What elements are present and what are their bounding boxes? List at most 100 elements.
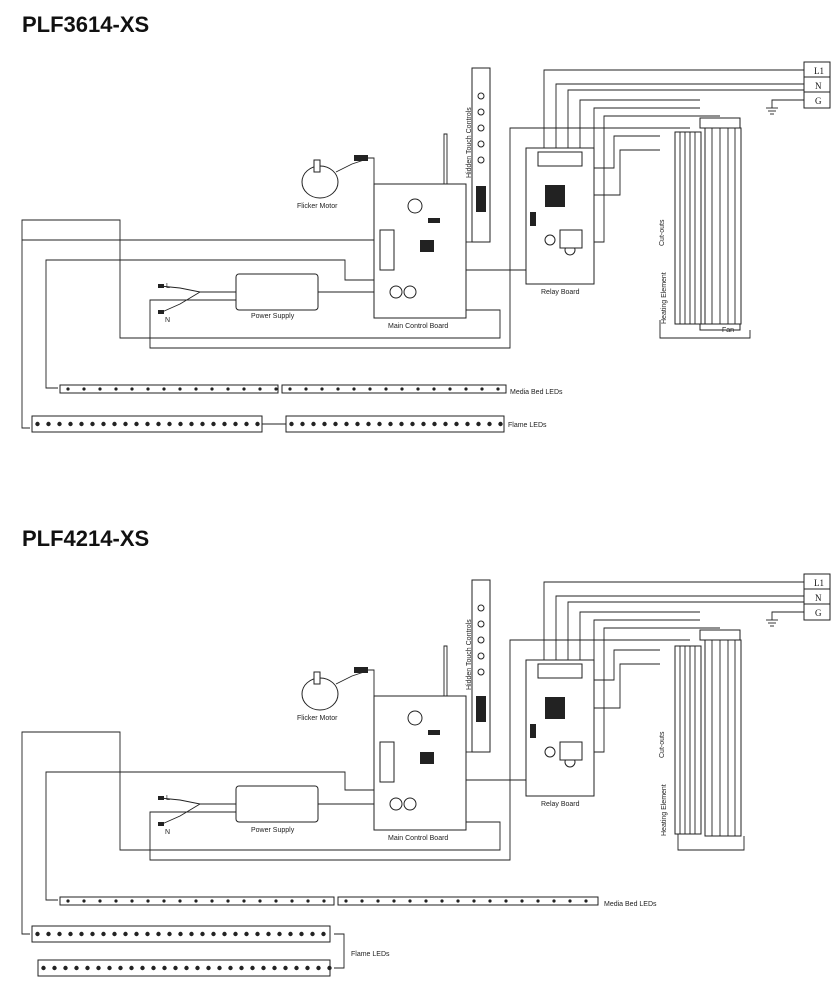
- led-dot-icon: [480, 387, 484, 391]
- led-dot-icon: [68, 931, 73, 937]
- diagram-title: PLF4214-XS: [22, 526, 150, 551]
- relay-board-label: Relay Board: [541, 289, 580, 296]
- led-dot-icon: [289, 421, 294, 427]
- main-control-board: [373, 695, 467, 831]
- heating-element-label: Heating Element: [661, 784, 668, 836]
- led-dot-icon: [206, 965, 211, 971]
- led-dot-icon: [195, 965, 200, 971]
- flicker-motor: [301, 667, 368, 711]
- led-dot-icon: [101, 931, 106, 937]
- led-dot-icon: [504, 899, 508, 903]
- led-dot-icon: [222, 421, 227, 427]
- led-dot-icon: [333, 421, 338, 427]
- led-dot-icon: [288, 931, 293, 937]
- power-supply: [158, 785, 374, 826]
- led-dot-icon: [261, 965, 266, 971]
- led-dot-icon: [211, 421, 216, 427]
- led-dot-icon: [167, 421, 172, 427]
- flame-leds-label: Flame LEDs: [351, 951, 390, 958]
- led-dot-icon: [244, 421, 249, 427]
- main-control-board-label: Main Control Board: [388, 835, 448, 842]
- led-dot-icon: [134, 931, 139, 937]
- fan-label: Fan: [722, 327, 734, 334]
- led-dot-icon: [488, 899, 492, 903]
- led-dot-icon: [184, 965, 189, 971]
- led-dot-icon: [421, 421, 426, 427]
- led-dot-icon: [57, 931, 62, 937]
- led-dot-icon: [98, 899, 102, 903]
- led-dot-icon: [448, 387, 452, 391]
- led-dot-icon: [258, 387, 262, 391]
- ground-symbol-icon: [766, 611, 804, 627]
- led-dot-icon: [41, 965, 46, 971]
- led-dot-icon: [316, 965, 321, 971]
- led-dot-icon: [194, 387, 198, 391]
- led-dot-icon: [266, 931, 271, 937]
- led-dot-icon: [277, 931, 282, 937]
- led-dot-icon: [322, 899, 326, 903]
- led-dot-icon: [112, 931, 117, 937]
- led-dot-icon: [476, 421, 481, 427]
- led-dot-icon: [306, 899, 310, 903]
- led-dot-icon: [118, 965, 123, 971]
- led-dot-icon: [274, 387, 278, 391]
- led-dot-icon: [283, 965, 288, 971]
- led-dot-icon: [456, 899, 460, 903]
- led-dot-icon: [487, 421, 492, 427]
- flicker-motor: [301, 155, 368, 199]
- cut-outs-label: Cut-outs: [659, 219, 666, 246]
- led-dot-icon: [310, 931, 315, 937]
- led-dot-icon: [400, 387, 404, 391]
- terminal-n: N: [815, 593, 822, 603]
- led-dot-icon: [239, 965, 244, 971]
- led-dot-icon: [167, 931, 172, 937]
- led-dot-icon: [85, 965, 90, 971]
- terminal-g: G: [815, 608, 822, 618]
- led-dot-icon: [211, 931, 216, 937]
- flame-leds-label: Flame LEDs: [508, 422, 547, 429]
- terminal-l1: L1: [814, 66, 824, 76]
- led-dot-icon: [210, 387, 214, 391]
- ground-symbol-icon: [766, 99, 804, 115]
- led-dot-icon: [388, 421, 393, 427]
- main-control-board: [373, 183, 467, 319]
- led-dot-icon: [130, 899, 134, 903]
- led-dot-icon: [432, 421, 437, 427]
- led-dot-icon: [304, 387, 308, 391]
- led-dot-icon: [79, 931, 84, 937]
- led-dot-icon: [145, 421, 150, 427]
- hidden-touch-controls: [471, 579, 491, 753]
- terminal-block: L1 N G: [803, 61, 831, 109]
- led-dot-icon: [392, 899, 396, 903]
- led-dot-icon: [250, 965, 255, 971]
- led-dot-icon: [98, 387, 102, 391]
- led-dot-icon: [360, 899, 364, 903]
- led-dot-icon: [146, 387, 150, 391]
- led-dot-icon: [123, 421, 128, 427]
- terminal-l1: L1: [814, 578, 824, 588]
- media-bed-led-strip: [59, 896, 599, 906]
- led-dot-icon: [258, 899, 262, 903]
- led-dot-icon: [432, 387, 436, 391]
- led-dot-icon: [200, 421, 205, 427]
- led-dot-icon: [377, 421, 382, 427]
- relay-board: [525, 659, 595, 797]
- led-dot-icon: [424, 899, 428, 903]
- led-dot-icon: [226, 899, 230, 903]
- led-dot-icon: [384, 387, 388, 391]
- led-dot-icon: [242, 387, 246, 391]
- led-dot-icon: [305, 965, 310, 971]
- led-dot-icon: [90, 421, 95, 427]
- led-dot-icon: [322, 421, 327, 427]
- led-dot-icon: [79, 421, 84, 427]
- led-dot-icon: [440, 899, 444, 903]
- led-dot-icon: [472, 899, 476, 903]
- led-dot-icon: [178, 899, 182, 903]
- l-label: L: [166, 795, 170, 802]
- led-dot-icon: [320, 387, 324, 391]
- led-dot-icon: [107, 965, 112, 971]
- led-dot-icon: [416, 387, 420, 391]
- led-dot-icon: [96, 965, 101, 971]
- fan: [699, 629, 742, 837]
- led-dot-icon: [290, 899, 294, 903]
